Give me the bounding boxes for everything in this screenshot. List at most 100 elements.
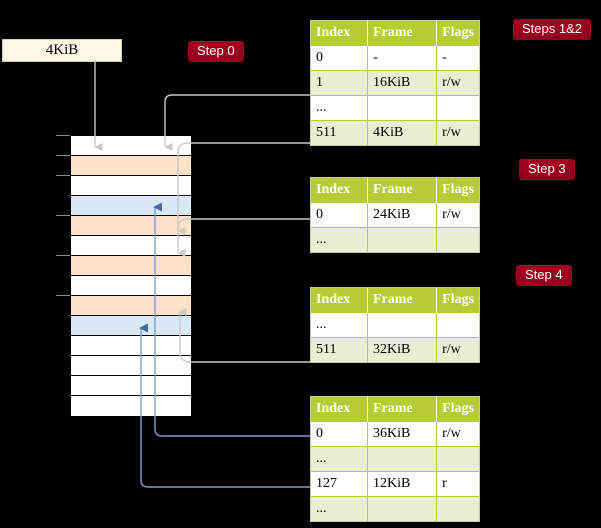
- page-table-2: Index Frame Flags 0 24KiB r/w ...: [310, 177, 480, 253]
- cell-index: 511: [311, 337, 368, 362]
- column-header-index: Index: [311, 21, 368, 46]
- column-header-flags: Flags: [436, 178, 479, 203]
- cell-frame: 16KiB: [367, 70, 438, 96]
- cell-flags: -: [436, 45, 479, 71]
- cell-flags: [436, 95, 479, 121]
- mem-row-4: [71, 216, 191, 236]
- badge-step-0: Step 0: [188, 41, 244, 62]
- column-header-frame: Frame: [367, 21, 438, 46]
- mem-row-12: [71, 376, 191, 396]
- column-header-frame: Frame: [367, 397, 438, 422]
- table-row: 511 32KiB r/w: [311, 337, 479, 362]
- mem-row-6: [71, 256, 191, 276]
- cell-frame: [367, 496, 438, 521]
- table-header-row: Index Frame Flags: [311, 288, 479, 313]
- page-table-4: Index Frame Flags 0 36KiB r/w ... 127: [310, 396, 480, 522]
- table-row: ...: [311, 312, 479, 338]
- cell-flags: [436, 312, 479, 338]
- cell-index: 0: [311, 45, 368, 71]
- cell-index: ...: [311, 312, 368, 338]
- table-row: ...: [311, 95, 479, 121]
- cell-flags: [436, 227, 479, 252]
- table-row: ...: [311, 227, 479, 252]
- connector-pt2-row0-to-memory: [177, 218, 310, 257]
- table-row-highlighted: 511 4KiB r/w: [311, 120, 479, 145]
- badge-steps-1-2: Steps 1&2: [513, 19, 591, 40]
- memory-row-stub: [56, 215, 70, 216]
- table-header-row: Index Frame Flags: [311, 21, 479, 46]
- badge-step-3: Step 3: [519, 159, 575, 180]
- mem-row-10: [71, 336, 191, 356]
- cell-frame: [367, 227, 438, 252]
- cell-frame: [367, 95, 438, 121]
- cell-flags: [436, 446, 479, 472]
- cell-index: ...: [311, 496, 368, 521]
- cell-frame: 24KiB: [367, 202, 438, 228]
- cell-frame: 36KiB: [367, 421, 438, 447]
- column-header-index: Index: [311, 397, 368, 422]
- connector-pt3-row511-to-memory: [178, 308, 310, 363]
- mem-row-8: [71, 296, 191, 316]
- badge-step-0-label: Step 0: [197, 43, 235, 58]
- cell-frame: 32KiB: [367, 337, 438, 362]
- table-row: 1 16KiB r/w: [311, 70, 479, 96]
- cell-flags: r/w: [436, 120, 479, 145]
- table-row: ...: [311, 446, 479, 472]
- column-header-frame: Frame: [367, 288, 438, 313]
- table-row: ...: [311, 496, 479, 521]
- table-header-row: Index Frame Flags: [311, 178, 479, 203]
- cell-frame: 4KiB: [367, 120, 438, 145]
- cell-frame: -: [367, 45, 438, 71]
- column-header-frame: Frame: [367, 178, 438, 203]
- mem-row-9: [71, 316, 191, 336]
- cell-frame: [367, 446, 438, 472]
- column-header-index: Index: [311, 178, 368, 203]
- mem-row-0: [71, 136, 191, 156]
- badge-step-4-label: Step 4: [525, 267, 563, 282]
- source-frame-label: 4KiB: [45, 42, 79, 58]
- memory-row-stub: [56, 175, 70, 176]
- memory-row-stub: [56, 135, 70, 136]
- column-header-index: Index: [311, 288, 368, 313]
- cell-index: 0: [311, 421, 368, 447]
- mem-row-13: [71, 396, 191, 416]
- badge-step-4: Step 4: [516, 265, 572, 286]
- connector-pt1-row511-to-memory: [177, 142, 310, 235]
- mem-row-5: [71, 236, 191, 256]
- cell-frame: 12KiB: [367, 471, 438, 497]
- column-header-flags: Flags: [436, 21, 479, 46]
- cell-flags: r/w: [436, 70, 479, 96]
- cell-index: 127: [311, 471, 368, 497]
- cell-index: 1: [311, 70, 368, 96]
- memory-row-stub: [56, 255, 70, 256]
- page-table-3: Index Frame Flags ... 511 32KiB r/w: [310, 287, 480, 363]
- source-frame-box: 4KiB: [2, 39, 122, 62]
- mem-row-2: [71, 176, 191, 196]
- memory-row-stub: [56, 155, 70, 156]
- page-table-1: Index Frame Flags 0 - - 1 16KiB r/w ...: [310, 20, 480, 146]
- badge-step-3-label: Step 3: [528, 161, 566, 176]
- table-row: 0 36KiB r/w: [311, 421, 479, 447]
- cell-flags: r: [436, 471, 479, 497]
- table-row: 0 - -: [311, 45, 479, 71]
- table-header-row: Index Frame Flags: [311, 397, 479, 422]
- cell-index: 511: [311, 120, 368, 145]
- mem-row-11: [71, 356, 191, 376]
- mem-row-7: [71, 276, 191, 296]
- cell-flags: r/w: [436, 421, 479, 447]
- cell-flags: r/w: [436, 202, 479, 228]
- cell-flags: r/w: [436, 337, 479, 362]
- cell-index: ...: [311, 95, 368, 121]
- cell-frame: [367, 312, 438, 338]
- table-row: 0 24KiB r/w: [311, 202, 479, 228]
- mem-row-3: [71, 196, 191, 216]
- column-header-flags: Flags: [436, 288, 479, 313]
- mem-row-1: [71, 156, 191, 176]
- cell-flags: [436, 496, 479, 521]
- table-row: 127 12KiB r: [311, 471, 479, 497]
- cell-index: ...: [311, 227, 368, 252]
- memory-row-stub: [56, 295, 70, 296]
- cell-index: 0: [311, 202, 368, 228]
- physical-memory-column: [70, 135, 191, 416]
